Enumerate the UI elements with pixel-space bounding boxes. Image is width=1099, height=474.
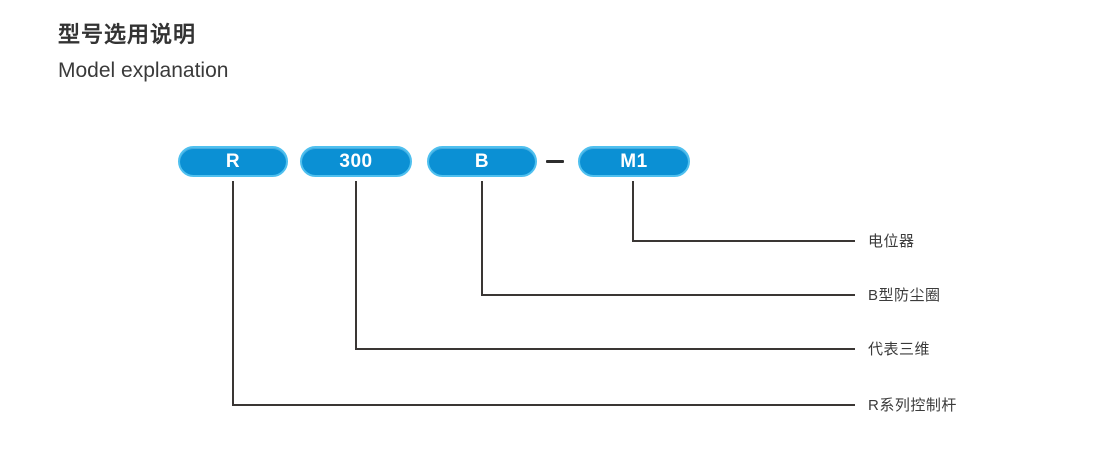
code-pill-label: 300 — [339, 150, 373, 172]
code-pill-m1: M1 — [578, 146, 690, 177]
page-title-cn: 型号选用说明 — [58, 22, 197, 47]
code-pill-300: 300 — [300, 146, 412, 177]
code-pill-b: B — [427, 146, 537, 177]
leader-line-300 — [355, 181, 855, 350]
code-pill-label: M1 — [620, 150, 648, 172]
code-separator-dash — [546, 160, 564, 163]
leader-line-b — [481, 181, 855, 296]
leader-line-r — [232, 181, 855, 406]
leader-line-m1 — [632, 181, 855, 242]
code-pill-label: B — [474, 150, 490, 172]
callout-label-m1: 电位器 — [868, 233, 915, 250]
callout-label-300: 代表三维 — [868, 341, 931, 358]
code-pill-label: R — [225, 150, 241, 172]
callout-label-r: R系列控制杆 — [868, 397, 957, 414]
callout-label-b: B型防尘圈 — [868, 287, 941, 304]
page-title-en: Model explanation — [58, 59, 229, 82]
code-pill-r: R — [178, 146, 288, 177]
page-heading: 型号选用说明 Model explanation — [58, 20, 228, 86]
